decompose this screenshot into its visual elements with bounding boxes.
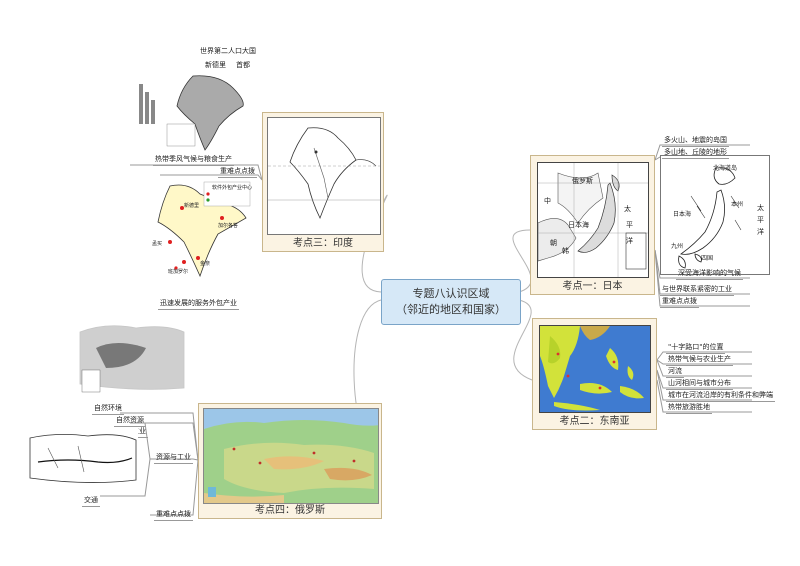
india-capital-tag[interactable]: 首都	[236, 61, 250, 69]
map-label: 日本海	[568, 221, 589, 229]
map-label: 班加罗尔	[168, 269, 189, 275]
japan-item[interactable]: 多火山、地震的岛国	[662, 136, 729, 147]
india-monsoon-thumbnail	[133, 70, 258, 152]
india-population-label[interactable]: 世界第二人口大国	[200, 47, 256, 55]
map-label: 韩	[562, 247, 569, 255]
japan-item[interactable]: 多山地、丘陵的地形	[662, 148, 729, 159]
central-topic[interactable]: 专题八认识区域 （邻近的地区和国家）	[381, 279, 521, 325]
topic-russia-title: 考点四：俄罗斯	[255, 505, 325, 516]
topic-sea-card[interactable]: 考点二：东南亚	[532, 318, 657, 430]
india-map-graphic	[268, 127, 380, 219]
map-label: 四国	[701, 255, 714, 262]
russia-natural-env-thumbnail	[76, 318, 188, 398]
russia-natural-res[interactable]: 自然资源	[114, 416, 146, 427]
map-label: 孟买	[152, 241, 163, 247]
russia-transport-thumbnail	[28, 428, 138, 490]
russia-industry[interactable]: 工业	[130, 427, 148, 438]
russia-map-graphic	[204, 409, 378, 503]
japan-item[interactable]: 深受海洋影响的气候	[676, 269, 743, 280]
map-label: 朝	[550, 239, 557, 247]
map-label: 新德里	[184, 203, 200, 209]
sea-item[interactable]: 河流	[666, 367, 684, 378]
russia-res-industry[interactable]: 资源与工业	[154, 453, 193, 464]
map-label: 太	[624, 205, 631, 213]
map-label: 平	[757, 216, 764, 224]
map-label: 俄罗斯	[572, 177, 593, 185]
india-monsoon-label[interactable]: 热带季风气候与粮食生产	[153, 155, 234, 166]
map-label: 金奈	[200, 261, 211, 267]
map-label: 平	[626, 221, 633, 229]
japan-small-map: 中 日本海 太 平 洋 俄罗斯 朝 韩	[537, 162, 649, 278]
russia-transport-graphic	[29, 434, 137, 483]
sea-item[interactable]: 城市在河流沿岸的有利条件和弊端	[666, 391, 775, 402]
india-capital-label[interactable]: 新德里	[205, 61, 226, 69]
sea-item[interactable]: 山河相间与城市分布	[666, 379, 733, 390]
russia-transport[interactable]: 交通	[82, 496, 100, 507]
map-label: 太	[757, 204, 764, 212]
topic-russia-card[interactable]: 考点四：俄罗斯	[198, 403, 382, 519]
russia-key-points[interactable]: 重难点点拨	[154, 510, 193, 521]
japan-item[interactable]: 重难点点拨	[660, 297, 699, 308]
russia-natural-env[interactable]: 自然环境	[92, 404, 124, 415]
sea-item[interactable]: 热带旅游胜地	[666, 403, 712, 414]
japan-item[interactable]: 与世界联系紧密的工业	[660, 285, 734, 296]
service-legend: 软件外包产业中心	[212, 185, 253, 191]
central-topic-subtitle: （邻近的地区和国家）	[396, 303, 506, 316]
sea-map-graphic	[540, 326, 650, 412]
map-label: 洋	[757, 228, 764, 236]
india-service-label[interactable]: 迅速发展的服务外包产业	[158, 299, 239, 310]
sea-item[interactable]: 热带气候与农业生产	[666, 355, 733, 366]
topic-japan-card[interactable]: 中 日本海 太 平 洋 俄罗斯 朝 韩 考点一：日本	[530, 155, 655, 295]
map-label: 本州	[731, 201, 744, 208]
india-monsoon-graphic	[139, 75, 244, 151]
central-topic-title: 专题八认识区域	[412, 287, 490, 300]
topic-sea-title: 考点二：东南亚	[559, 416, 630, 427]
russia-natural-env-graphic	[76, 318, 188, 398]
india-map	[267, 117, 381, 235]
japan-detail-map-graphic	[678, 167, 742, 269]
sea-map	[539, 325, 651, 413]
japan-detail-map: 北海道岛 日本海 太 平 洋 本州 四国 九州	[660, 155, 770, 275]
map-label: 北海道岛	[713, 165, 738, 172]
topic-japan-title: 考点一：日本	[562, 281, 623, 292]
russia-map	[203, 408, 379, 504]
india-key-points[interactable]: 重难点点拨	[218, 167, 257, 178]
map-label: 日本海	[673, 211, 692, 218]
map-label: 九州	[671, 243, 684, 250]
india-service-graphic	[157, 181, 251, 278]
topic-india-card[interactable]: 考点三：印度	[262, 112, 384, 252]
topic-india-title: 考点三：印度	[293, 238, 353, 249]
map-label: 加尔各答	[218, 223, 239, 229]
japan-small-map-graphic	[538, 163, 648, 277]
map-label: 中	[544, 197, 551, 205]
india-service-thumbnail: 软件外包产业中心 新德里 加尔各答 孟买 班加罗尔 金奈	[148, 178, 253, 296]
sea-item[interactable]: "十字路口"的位置	[666, 343, 726, 354]
map-label: 洋	[626, 237, 633, 245]
